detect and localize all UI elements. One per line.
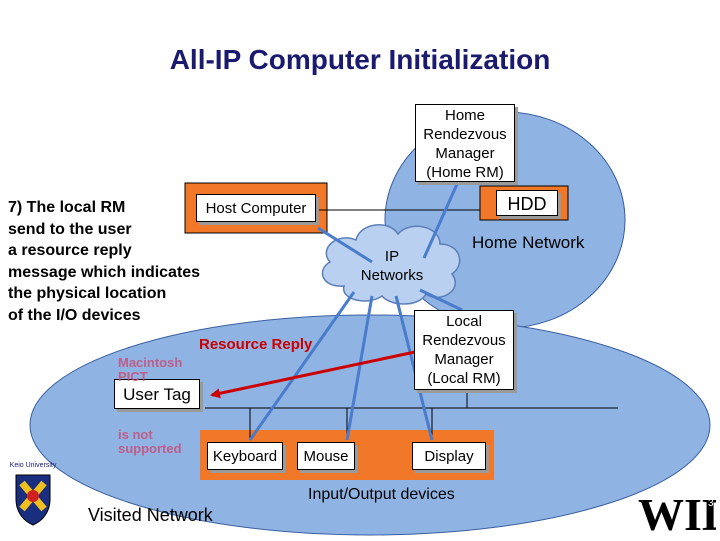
home-rm-label: Home Rendezvous Manager (Home RM) — [423, 107, 507, 181]
user-tag-box[interactable]: User Tag — [114, 379, 200, 409]
local-rm-box[interactable]: Local Rendezvous Manager (Local RM) — [414, 310, 514, 390]
caption-line: 7) The local RM — [8, 199, 126, 216]
university-name: Keio University — [9, 462, 57, 469]
hdd-box[interactable]: HDD — [496, 190, 558, 216]
slide-title: All-IP Computer Initialization — [169, 44, 551, 75]
link-mouse — [345, 295, 374, 441]
link-host — [317, 226, 373, 264]
ip-networks-label: IP Networks — [360, 248, 424, 284]
caption-line: the physical location — [8, 285, 167, 302]
caption-line: message which indicates — [8, 263, 201, 281]
visited-network-label: Visited Network — [88, 505, 213, 525]
caption-line: a resource reply — [8, 242, 132, 259]
resource-reply-arrow — [210, 350, 416, 399]
mouse-label: Mouse — [303, 448, 349, 465]
home-rm-box[interactable]: Home Rendezvous Manager (Home RM) — [415, 104, 515, 182]
page-number: 3 — [708, 498, 714, 509]
pict-text-1: Macintosh PICT — [118, 355, 183, 384]
host-computer-box[interactable]: Host Computer — [196, 194, 316, 222]
io-devices-label: Input/Output devices — [308, 486, 455, 503]
host-computer-label: Host Computer — [205, 200, 307, 217]
link-home-rm — [422, 181, 460, 259]
local-rm-label: Local Rendezvous Manager (Local RM) — [422, 313, 506, 387]
resource-reply-label: Resource Reply — [199, 336, 313, 353]
university-crest-icon — [15, 474, 51, 526]
hdd-label: HDD — [507, 194, 547, 214]
link-keyboard — [248, 291, 356, 441]
display-label: Display — [424, 448, 474, 465]
caption-line: send to the user — [8, 220, 132, 238]
home-network-label: Home Network — [472, 233, 585, 252]
wide-logo: WIDE 3 — [636, 486, 720, 540]
caption-line: of the I/O devices — [8, 306, 141, 324]
mouse-box[interactable]: Mouse — [297, 442, 355, 470]
pict-placeholder: Macintosh PICT is not supported — [118, 354, 200, 456]
link-local-rm — [419, 288, 463, 312]
step-caption: 7) The local RM send to the user a resou… — [8, 197, 258, 326]
keyboard-label: Keyboard — [212, 448, 278, 465]
wide-logo-icon: WIDE 3 — [638, 489, 720, 540]
pict-text-2: is not supported — [118, 427, 182, 456]
wide-logo-text: WIDE — [638, 489, 716, 536]
keyboard-box[interactable]: Keyboard — [207, 442, 283, 470]
user-tag-label: User Tag — [123, 385, 191, 404]
university-logo: Keio University — [4, 462, 62, 538]
display-box[interactable]: Display — [412, 442, 486, 470]
